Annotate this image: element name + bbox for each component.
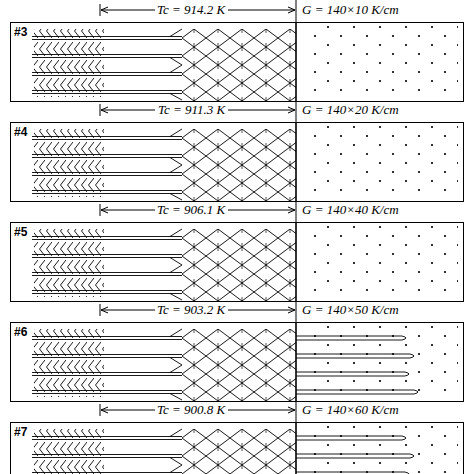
temperature-label: Tc = 906.1 K [157,203,225,217]
gradient-label: G = 140×20 K/cm [302,103,399,117]
simulation-panel: #6 [10,322,464,402]
temperature-label: Tc = 903.2 K [157,303,225,317]
panel-number: #6 [14,325,27,339]
temperature-label: Tc = 911.3 K [158,103,225,117]
simulation-panel: #7 [10,422,464,474]
gradient-label: G = 140×10 K/cm [302,3,399,17]
simulation-panel: #4 [10,122,464,202]
panel-number: #7 [14,425,27,439]
simulation-panel: #5 [10,222,464,302]
gradient-label: G = 140×60 K/cm [302,403,399,417]
gradient-label: G = 140×40 K/cm [302,203,399,217]
simulation-panel: #3 [10,22,464,102]
panel-number: #3 [14,25,27,39]
panel-number: #5 [14,225,27,239]
temperature-label: Tc = 914.2 K [157,3,225,17]
gradient-label: G = 140×50 K/cm [302,303,399,317]
panel-number: #4 [14,125,27,139]
temperature-label: Tc = 900.8 K [157,403,225,417]
